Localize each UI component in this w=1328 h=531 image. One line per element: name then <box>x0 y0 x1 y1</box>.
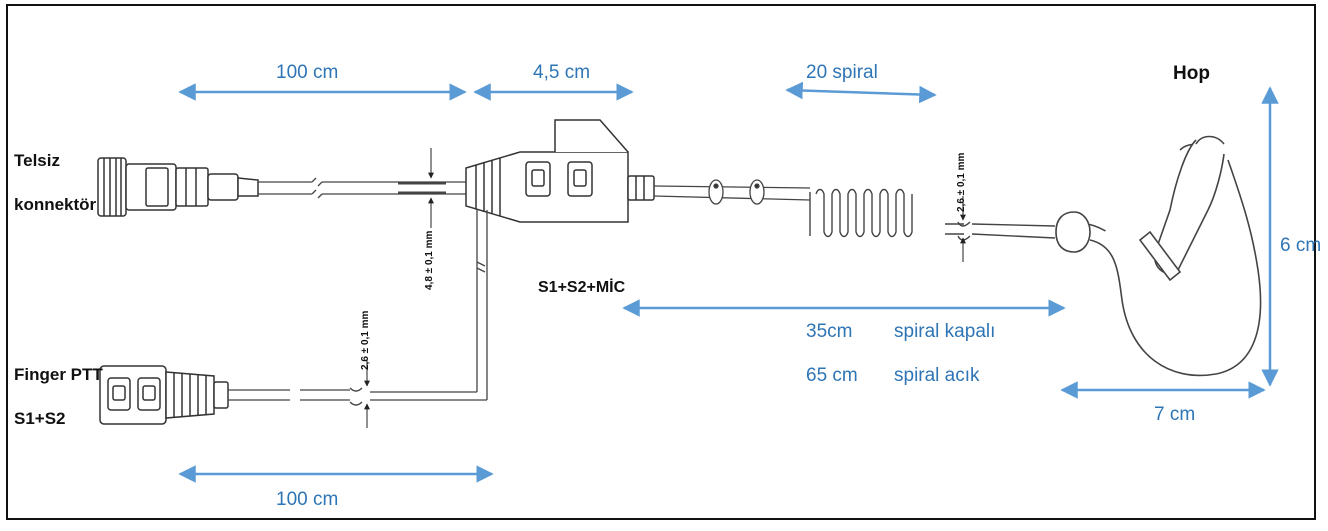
bottom-cable-length-label: 100 cm <box>276 489 339 510</box>
closed-length-value: 35cm <box>806 321 853 342</box>
box-width-label: 4,5 cm <box>533 62 591 83</box>
hook-height-label: 6 cm <box>1280 235 1322 256</box>
mic-cable <box>653 179 811 205</box>
hook-width-label: 7 cm <box>1154 404 1196 425</box>
diameter-ptt-label: 2,6 ± 0,1 mm <box>360 310 371 370</box>
hop-label: Hop <box>1173 63 1210 84</box>
radio-connector-drawing <box>97 157 259 217</box>
radio-connector-label-line2: konnektör <box>14 195 97 214</box>
spiral-coil <box>809 188 1056 241</box>
arrow-spiral <box>785 81 937 104</box>
finger-ptt-label-line2: S1+S2 <box>14 409 66 428</box>
open-length-value: 65 cm <box>806 365 858 386</box>
diameter-main-label: 4,8 ± 0,1 mm <box>424 230 435 290</box>
radio-connector-label-line1: Telsiz <box>14 151 60 170</box>
diagram-frame <box>6 4 1316 520</box>
open-length-label: spiral acık <box>894 365 980 386</box>
dimension-arrows <box>178 81 1279 483</box>
top-cable <box>258 177 466 199</box>
mic-switch-label: S1+S2+MİC <box>538 279 626 296</box>
spiral-count-label: 20 spiral <box>806 62 878 83</box>
closed-length-label: spiral kapalı <box>894 321 996 342</box>
finger-ptt-drawing <box>99 365 229 425</box>
diameter-spiral-label: 2,6 ± 0,1 mm <box>956 152 967 212</box>
ptt-branch-cable <box>476 210 488 400</box>
ear-hook-drawing <box>1055 135 1262 377</box>
ptt-cable <box>228 387 487 406</box>
top-cable-length-label: 100 cm <box>276 62 339 83</box>
finger-ptt-label-line1: Finger PTT <box>14 365 103 384</box>
splitter-box <box>465 119 655 223</box>
